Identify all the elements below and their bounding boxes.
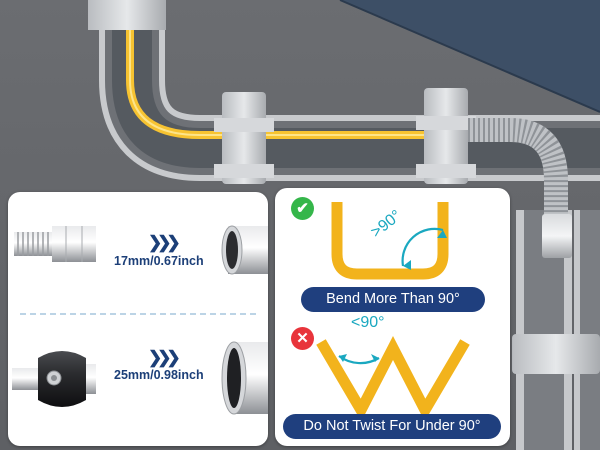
cross-icon: ✕ bbox=[291, 327, 314, 350]
angle-label-lt: <90° bbox=[351, 314, 385, 331]
check-icon: ✔ bbox=[291, 197, 314, 220]
main-conduit bbox=[99, 0, 600, 181]
measure-label-25mm: 25mm/0.98inch bbox=[114, 368, 204, 382]
ring-fitting-large bbox=[221, 341, 268, 415]
measure-label-17mm: 17mm/0.67inch bbox=[114, 254, 204, 268]
bend-guide-card: ✔ >90° Bend More Than 90° ✕ <90° Do Not … bbox=[275, 188, 510, 446]
bend-illustrations bbox=[316, 202, 470, 422]
section-divider bbox=[20, 313, 256, 315]
u-bend-shape bbox=[331, 202, 449, 280]
pipe-clamps bbox=[214, 88, 600, 374]
fitting-illustrations bbox=[12, 225, 268, 415]
hose-nut bbox=[542, 214, 572, 258]
ring-fitting-small bbox=[221, 225, 268, 275]
threaded-fitting bbox=[14, 226, 96, 262]
twist-caption: Do Not Twist For Under 90° bbox=[283, 414, 501, 439]
double-chevron-icon: ❯❯❯ bbox=[148, 348, 181, 367]
flexible-hose bbox=[468, 118, 572, 258]
w-twist-shape bbox=[316, 336, 470, 422]
bend-caption: Bend More Than 90° bbox=[301, 287, 485, 312]
double-chevron-icon: ❯❯❯ bbox=[148, 233, 181, 252]
black-nut-fitting bbox=[12, 351, 96, 407]
angle-arc-gt bbox=[401, 227, 444, 267]
top-clamp bbox=[88, 0, 166, 30]
fitting-size-card: ❯❯❯ 17mm/0.67inch ❯❯❯ 25mm/0.98inch bbox=[8, 192, 268, 446]
